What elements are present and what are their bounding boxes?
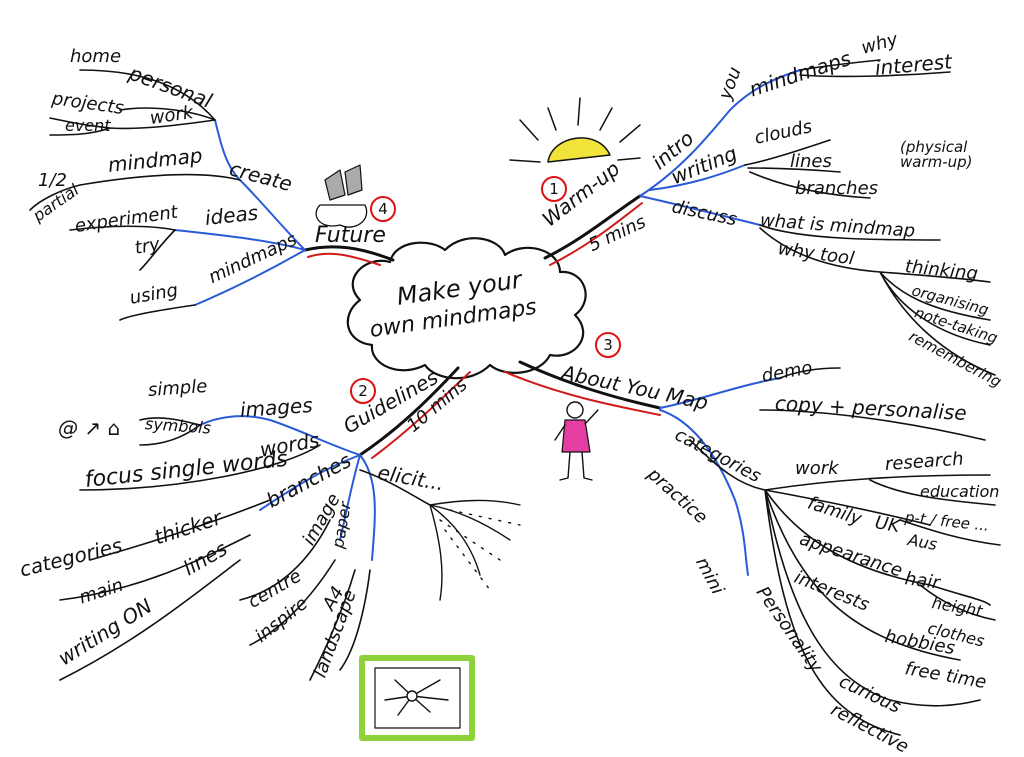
lines-label: lines bbox=[790, 151, 832, 172]
marker-warmup: 1 bbox=[541, 176, 567, 202]
about-blue bbox=[659, 409, 749, 576]
aus-label: Aus bbox=[906, 530, 939, 554]
ideas-label: ideas bbox=[203, 200, 260, 230]
branch-about-red bbox=[504, 371, 661, 416]
interest-label: interest bbox=[873, 49, 953, 80]
branch-guidelines-red bbox=[371, 371, 471, 459]
home-label: home bbox=[70, 46, 122, 67]
branch-warmup bbox=[543, 194, 642, 260]
warmup-blue-upper bbox=[639, 69, 801, 197]
sun-icon bbox=[509, 97, 641, 163]
branch-about bbox=[518, 360, 662, 410]
work-label: work bbox=[795, 458, 839, 479]
half-label: 1/2 bbox=[38, 170, 67, 191]
branch-warmup-red bbox=[549, 202, 643, 266]
simple-label: simple bbox=[147, 375, 208, 401]
central-cloud bbox=[346, 237, 587, 380]
branches-label: branches bbox=[795, 178, 879, 199]
elicit-fan bbox=[429, 499, 521, 601]
marker-future: 4 bbox=[370, 196, 396, 222]
branch-future bbox=[303, 245, 395, 262]
event-label: event bbox=[65, 116, 111, 135]
about-blue-demo bbox=[659, 377, 781, 409]
marker-guidelines: 2 bbox=[350, 378, 376, 404]
guidelines-blue bbox=[199, 415, 376, 561]
warmup-blue-writing bbox=[649, 164, 746, 191]
binoculars-icon bbox=[315, 164, 368, 228]
symbols-label: symbols bbox=[144, 414, 212, 438]
physical-warmup-label: (physical warm-up) bbox=[900, 138, 973, 171]
hair-label: hair bbox=[903, 568, 942, 594]
future-label: Future bbox=[315, 223, 386, 248]
branch-guidelines bbox=[358, 366, 460, 457]
stick-figure-icon bbox=[554, 401, 599, 481]
uk-label: UK bbox=[873, 512, 902, 538]
marker-about: 3 bbox=[595, 332, 621, 358]
mini-mindmap-image bbox=[359, 655, 475, 741]
images-label: images bbox=[239, 392, 314, 422]
warmup-blue-lower bbox=[639, 195, 761, 226]
try-label: try bbox=[133, 233, 162, 259]
branch-future-red bbox=[307, 252, 381, 266]
education-label: education bbox=[920, 482, 1000, 501]
symbol-glyphs: @ ↗ ⌂ bbox=[58, 416, 121, 440]
